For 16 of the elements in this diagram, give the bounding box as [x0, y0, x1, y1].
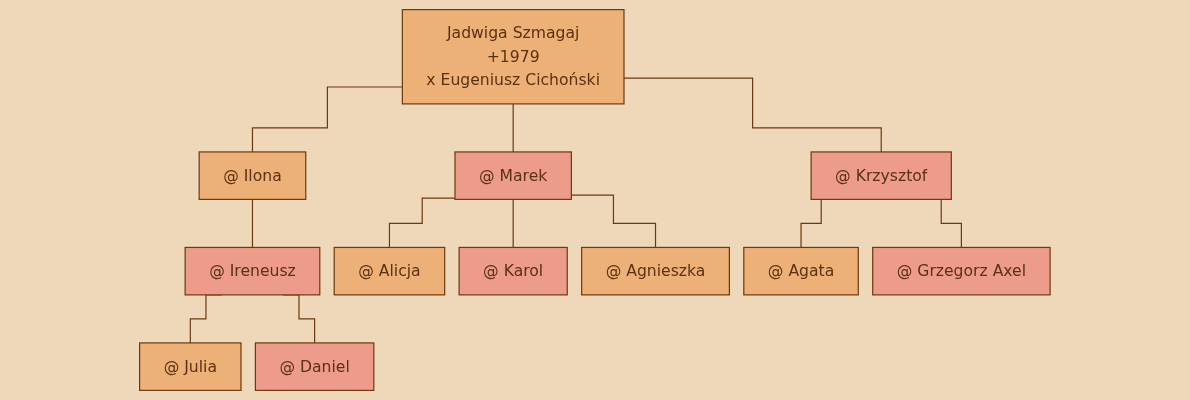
node-box: @ Daniel	[254, 342, 375, 391]
connector	[512, 103, 514, 153]
connector	[512, 198, 514, 249]
node-box: @ Grzegorz Axel	[872, 246, 1051, 296]
node-box: @ Karol	[458, 246, 568, 296]
node-box: @ Krzysztof	[810, 151, 953, 200]
connector	[389, 197, 456, 249]
node-box: @ Ilona	[198, 151, 307, 200]
connector	[252, 198, 254, 249]
node-box: Jadwiga Szmagaj +1979 x Eugeniusz Cichoński	[401, 9, 625, 105]
node-box: @ Marek	[454, 151, 573, 200]
node-box: @ Ireneusz	[184, 246, 321, 296]
node-box: @ Agata	[743, 246, 859, 296]
node-box: @ Agnieszka	[581, 246, 731, 296]
node-box: @ Julia	[139, 342, 242, 391]
node-box: @ Alicja	[333, 246, 446, 296]
